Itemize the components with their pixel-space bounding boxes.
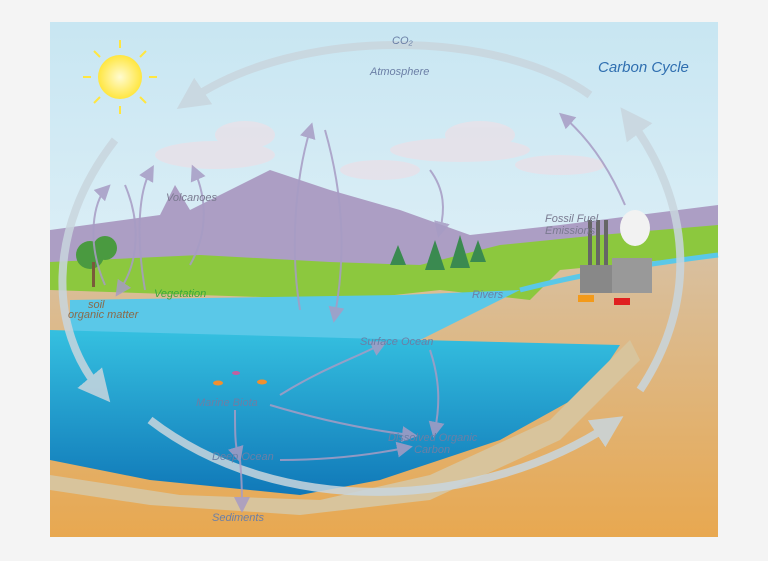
deep-ocean-label: Deep Ocean — [212, 451, 274, 463]
soil-label-line2: organic matter — [68, 309, 140, 321]
fossil-fuel-label-line1: Fossil Fuel — [545, 213, 599, 225]
fish — [213, 371, 267, 386]
forest — [390, 235, 486, 270]
surface-ocean-label: Surface Ocean — [360, 336, 433, 348]
diagram-title: Carbon Cycle — [598, 59, 689, 76]
doc-label-line2: Carbon — [414, 444, 450, 456]
surface-water — [70, 290, 520, 340]
seabed — [50, 340, 640, 515]
factory — [578, 210, 652, 305]
marine-biota-label: Marine Biota — [196, 397, 258, 409]
sediments-label: Sediments — [212, 512, 264, 524]
soil-label-line1: soil — [88, 299, 105, 311]
co2-label: CO₂ — [392, 35, 414, 47]
fossil-fuel-label-line2: Emissions — [545, 225, 596, 237]
volcanoes-label: Volcanoes — [166, 192, 217, 204]
sun — [83, 40, 157, 114]
ocean — [50, 330, 620, 495]
rivers-label: Rivers — [472, 289, 504, 301]
doc-label-line1: Dissolved Organic — [388, 432, 478, 444]
flow-arrows — [92, 112, 626, 513]
vegetation-label: Vegetation — [154, 288, 206, 300]
cycle-arrows — [58, 41, 685, 496]
atmosphere-label: Atmosphere — [369, 66, 429, 78]
clouds — [155, 121, 605, 180]
